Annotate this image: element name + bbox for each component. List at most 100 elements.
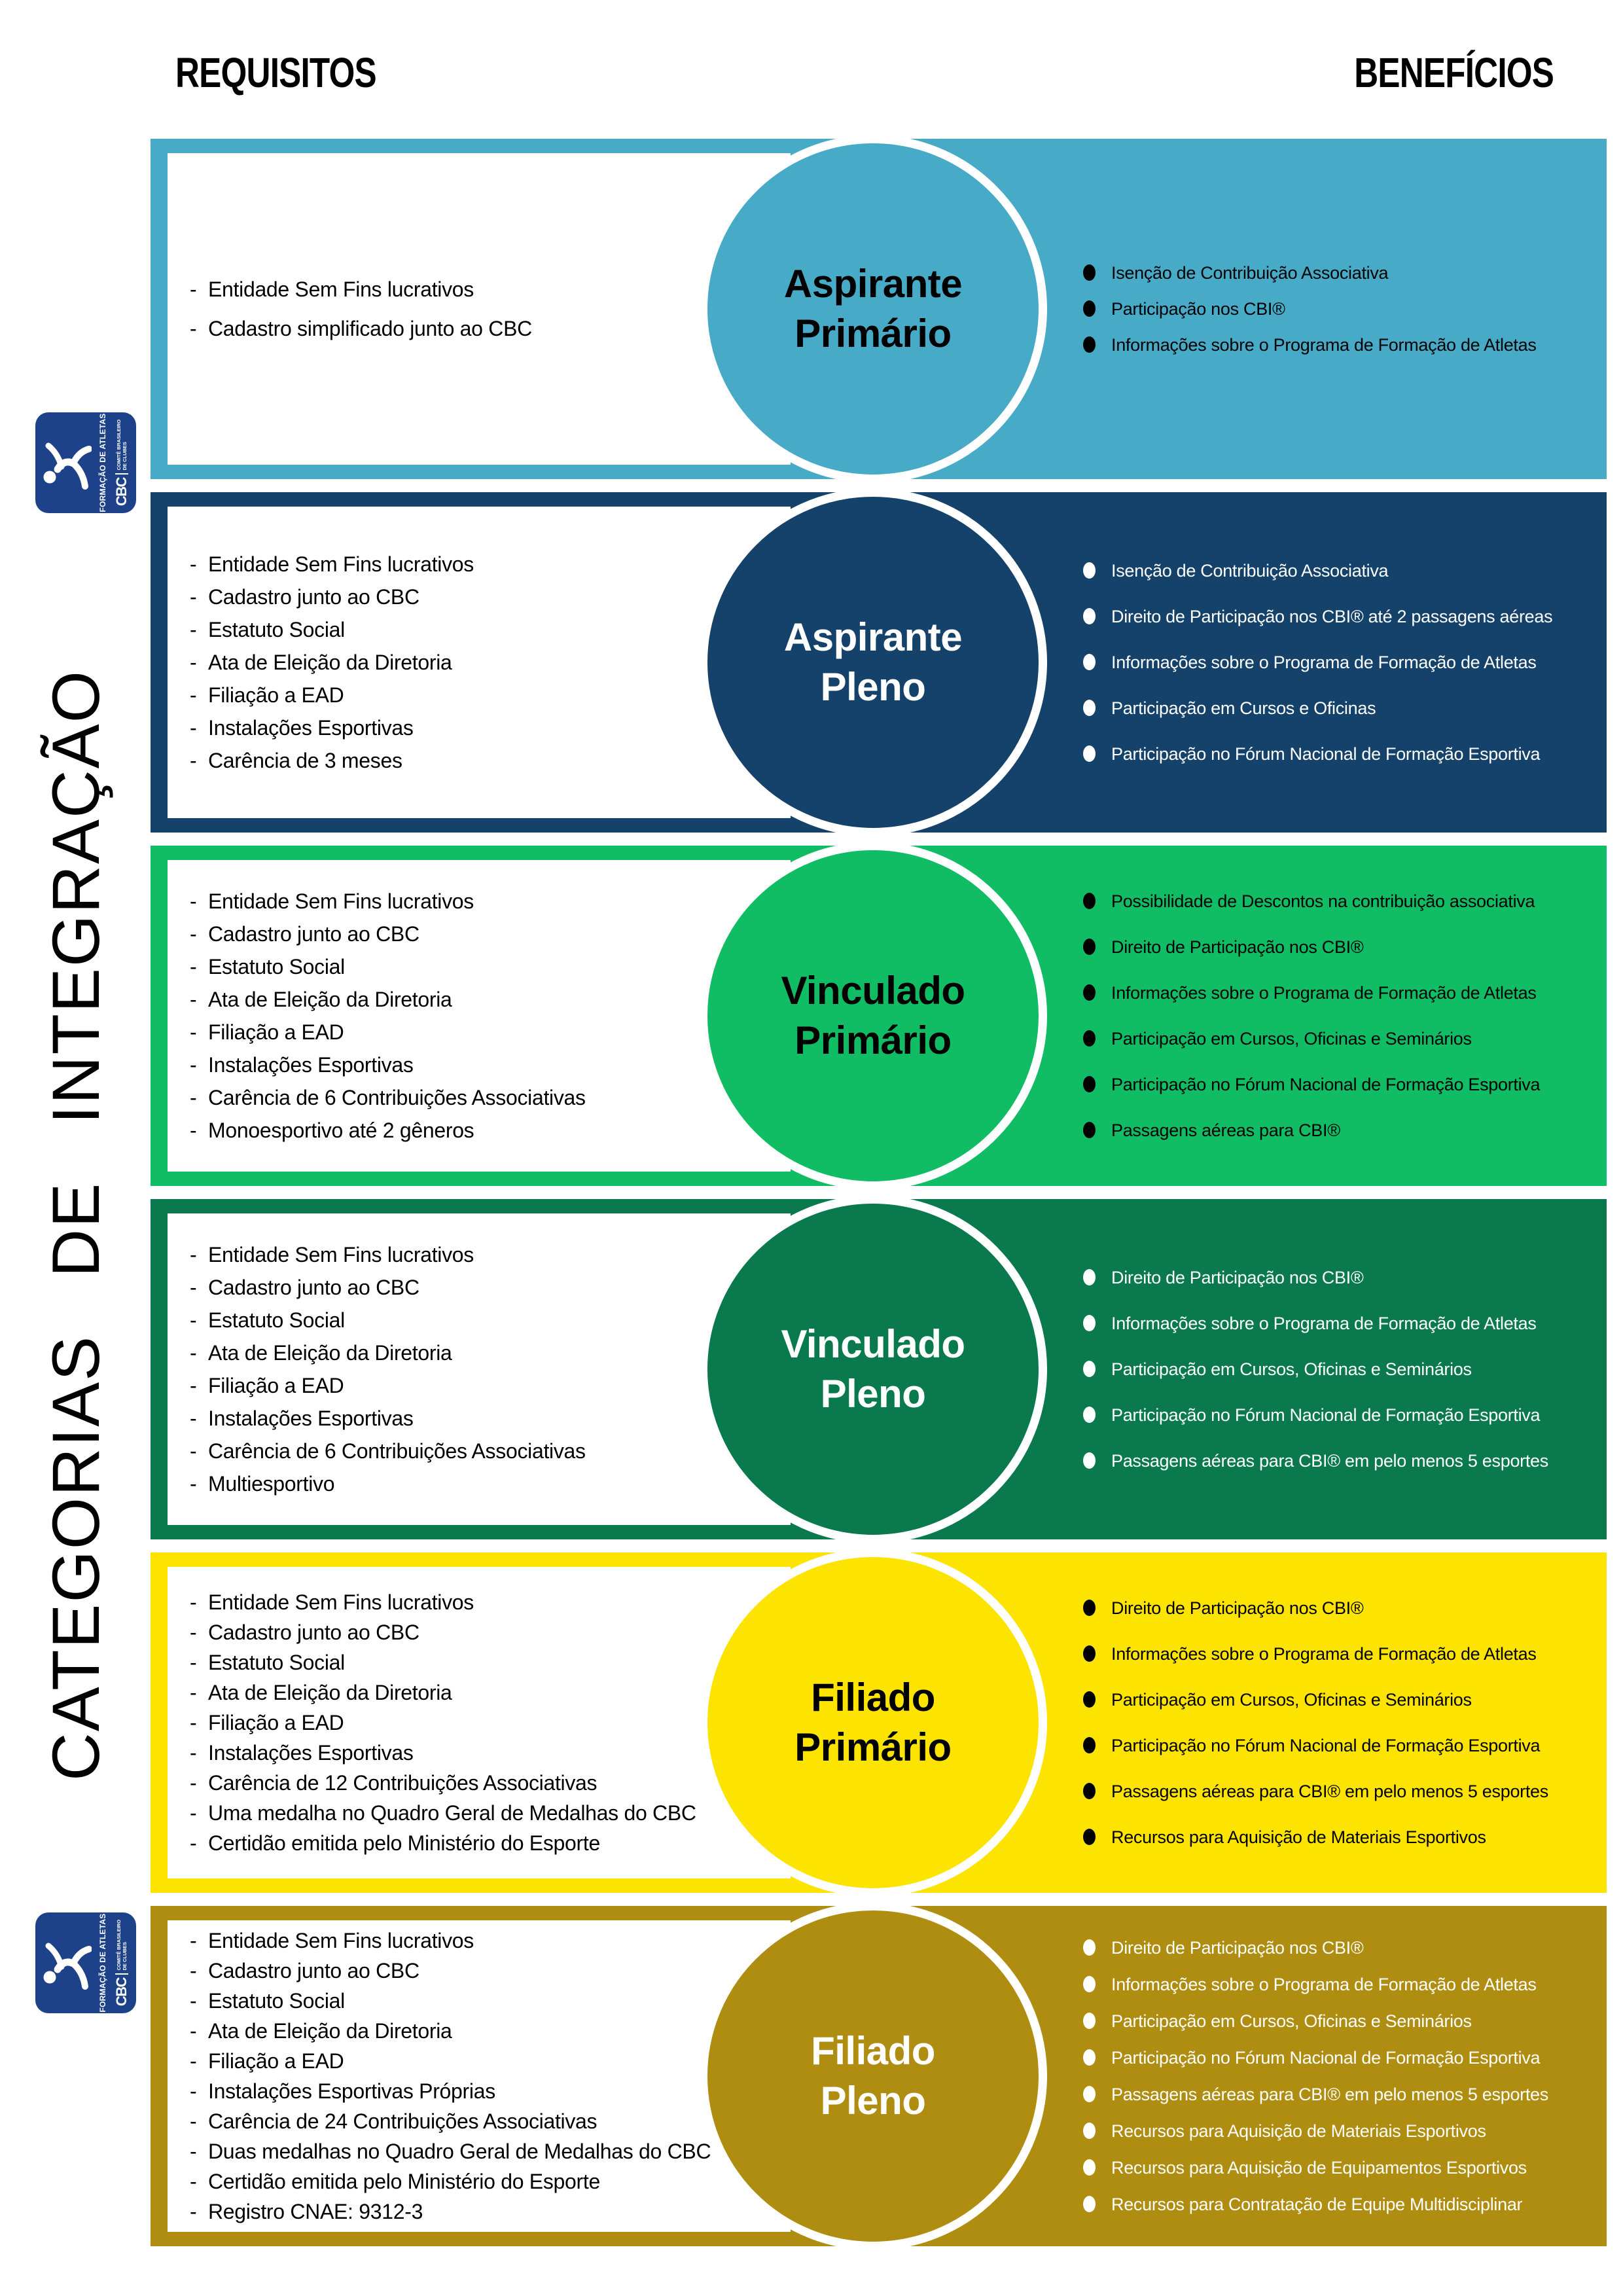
benefit-item: Direito de Participação nos CBI® [1083, 1936, 1594, 1960]
benefit-item: Participação no Fórum Nacional de Formaç… [1083, 1403, 1594, 1427]
beneficios-header: BENEFÍCIOS [1354, 49, 1554, 96]
benefit-text: Recursos para Aquisição de Materiais Esp… [1111, 1827, 1486, 1847]
bullet-icon [1083, 1600, 1096, 1616]
bullet-icon [1083, 939, 1096, 955]
benefit-text: Passagens aéreas para CBI® em pelo menos… [1111, 1451, 1548, 1471]
requirements-panel [168, 153, 791, 465]
requirement-item: Entidade Sem Fins lucrativos [187, 1587, 779, 1617]
requirement-item: Filiação a EAD [187, 2046, 779, 2076]
benefit-text: Recursos para Aquisição de Equipamentos … [1111, 2158, 1527, 2178]
bullet-icon [1083, 336, 1096, 353]
bullet-icon [1083, 1976, 1096, 1992]
category-circle: Aspirante Primário [699, 135, 1047, 483]
category-title-line2: Pleno [820, 2079, 926, 2123]
bullet-icon [1083, 1407, 1096, 1423]
category-title-line2: Pleno [820, 1372, 926, 1416]
category-title-line1: Vinculado [781, 969, 965, 1013]
requirement-item: Entidade Sem Fins lucrativos [187, 549, 779, 579]
requirement-item: Carência de 24 Contribuições Associativa… [187, 2106, 779, 2136]
benefit-text: Recursos para Aquisição de Materiais Esp… [1111, 2121, 1486, 2141]
bullet-icon [1083, 1783, 1096, 1799]
benefit-item: Recursos para Aquisição de Equipamentos … [1083, 2156, 1594, 2179]
bullet-icon [1083, 300, 1096, 317]
benefit-item: Participação no Fórum Nacional de Formaç… [1083, 1734, 1594, 1757]
benefit-item: Recursos para Aquisição de Materiais Esp… [1083, 2119, 1594, 2143]
bullet-icon [1083, 745, 1096, 762]
bullet-icon [1083, 1645, 1096, 1662]
logo-divider [115, 473, 128, 475]
category-title-line2: Primário [794, 1725, 952, 1769]
requirement-item: Instalações Esportivas [187, 1050, 779, 1080]
bullet-icon [1083, 1076, 1096, 1092]
bullet-icon [1083, 562, 1096, 579]
requirement-item: Filiação a EAD [187, 1708, 779, 1738]
requirement-item: Cadastro junto ao CBC [187, 582, 779, 612]
benefit-text: Direito de Participação nos CBI® [1111, 1598, 1364, 1618]
category-circle: Aspirante Pleno [699, 488, 1047, 836]
bullet-icon [1083, 2123, 1096, 2139]
benefit-text: Direito de Participação nos CBI® [1111, 937, 1364, 957]
athlete-icon [43, 442, 92, 490]
benefit-text: Direito de Participação nos CBI® [1111, 1938, 1364, 1958]
benefit-item: Informações sobre o Programa de Formação… [1083, 1973, 1594, 1996]
benefit-text: Isenção de Contribuição Associativa [1111, 561, 1389, 581]
benefit-item: Participação em Cursos, Oficinas e Semin… [1083, 2009, 1594, 2033]
benefit-item: Informações sobre o Programa de Formação… [1083, 333, 1594, 357]
bullet-icon [1083, 1452, 1096, 1469]
benefit-text: Informações sobre o Programa de Formação… [1111, 1975, 1537, 1994]
benefit-text: Participação em Cursos e Oficinas [1111, 698, 1376, 718]
benefit-text: Participação no Fórum Nacional de Formaç… [1111, 744, 1541, 764]
benefit-text: Participação no Fórum Nacional de Formaç… [1111, 2048, 1541, 2068]
cbc-logo-bottom: FORMAÇÃO DE ATLETAS CBC COMITÊ BRASILEIR… [35, 1912, 136, 2013]
requirement-item: Entidade Sem Fins lucrativos [187, 274, 779, 304]
requirement-item: Uma medalha no Quadro Geral de Medalhas … [187, 1798, 779, 1828]
requirement-item: Instalações Esportivas [187, 713, 779, 743]
category-circle: Vinculado Pleno [699, 1195, 1047, 1543]
benefits-list: Direito de Participação nos CBI® Informaç… [1083, 1199, 1594, 1539]
bullet-icon [1083, 654, 1096, 670]
requirement-item: Ata de Eleição da Diretoria [187, 1677, 779, 1708]
category-title-line1: Aspirante [783, 615, 963, 659]
bullet-icon [1083, 700, 1096, 716]
benefits-list: Possibilidade de Descontos na contribuiç… [1083, 846, 1594, 1186]
bullet-icon [1083, 1939, 1096, 1956]
bullet-icon [1083, 608, 1096, 624]
requirement-item: Entidade Sem Fins lucrativos [187, 1926, 779, 1956]
requirement-item: Cadastro junto ao CBC [187, 1956, 779, 1986]
requirement-item: Instalações Esportivas Próprias [187, 2076, 779, 2106]
bullet-icon [1083, 1829, 1096, 1845]
benefit-item: Possibilidade de Descontos na contribuiç… [1083, 889, 1594, 913]
category-title-line1: Vinculado [781, 1322, 965, 1366]
logo-program-label: FORMAÇÃO DE ATLETAS [98, 1913, 107, 2013]
bullet-icon [1083, 1315, 1096, 1331]
benefit-text: Direito de Participação nos CBI® [1111, 1268, 1364, 1287]
logo-cbc-abbr: CBC [113, 477, 130, 507]
requirement-item: Entidade Sem Fins lucrativos [187, 886, 779, 916]
bullet-icon [1083, 893, 1096, 909]
category-title-line2: Primário [794, 1018, 952, 1062]
requirement-item: Monoesportivo até 2 gêneros [187, 1115, 779, 1145]
benefit-item: Direito de Participação nos CBI® [1083, 1266, 1594, 1289]
category-title-line1: Aspirante [783, 262, 963, 306]
requirements-list: Entidade Sem Fins lucrativosCadastro jun… [187, 1213, 779, 1525]
bullet-icon [1083, 2086, 1096, 2102]
benefit-text: Informações sobre o Programa de Formação… [1111, 335, 1537, 355]
requisitos-header: REQUISITOS [175, 49, 377, 96]
benefit-item: Informações sobre o Programa de Formação… [1083, 981, 1594, 1005]
requirement-item: Estatuto Social [187, 952, 779, 982]
benefit-text: Informações sobre o Programa de Formação… [1111, 1314, 1537, 1333]
requirements-list: Entidade Sem Fins lucrativosCadastro sim… [187, 153, 779, 465]
requirement-item: Cadastro junto ao CBC [187, 1617, 779, 1647]
bullet-icon [1083, 2049, 1096, 2066]
bullet-icon [1083, 984, 1096, 1001]
requirements-list: Entidade Sem Fins lucrativosCadastro jun… [187, 1567, 779, 1878]
category-title-line2: Pleno [820, 665, 926, 709]
requirements-list: Entidade Sem Fins lucrativosCadastro jun… [187, 1920, 779, 2232]
athlete-icon [43, 1943, 92, 1990]
benefits-list: Direito de Participação nos CBI® Informaç… [1083, 1906, 1594, 2246]
benefit-item: Passagens aéreas para CBI® em pelo menos… [1083, 2083, 1594, 2106]
logo-divider [115, 1973, 128, 1975]
